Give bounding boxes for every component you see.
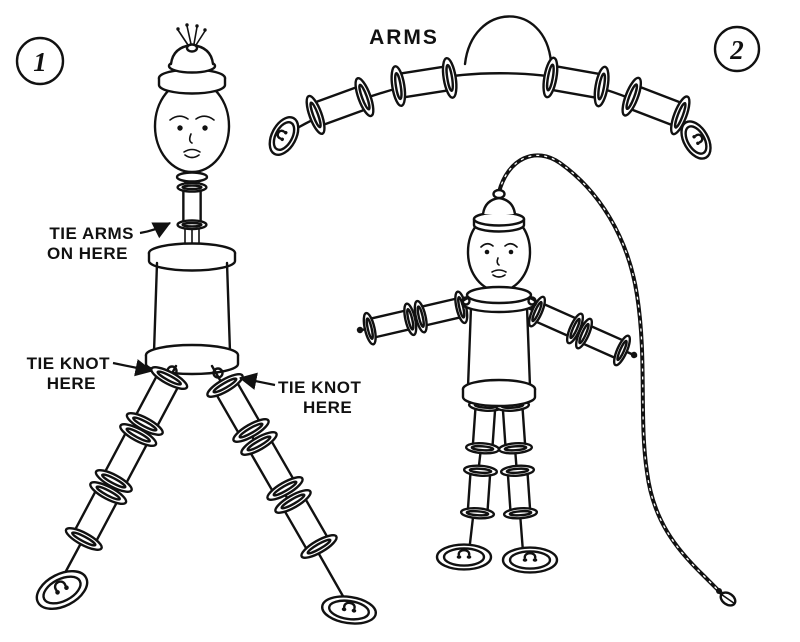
tie-arms-line2: ON HERE bbox=[47, 244, 128, 263]
arm-spool bbox=[360, 301, 420, 347]
tie-arms-arrow-icon bbox=[139, 222, 171, 239]
step-2-number: 2 bbox=[729, 35, 744, 65]
cord-knot bbox=[716, 588, 722, 594]
arms-string-figure bbox=[262, 15, 718, 165]
leg-spool bbox=[499, 463, 539, 521]
collar-disc bbox=[465, 285, 533, 305]
arm-spool bbox=[572, 316, 634, 368]
tie-knot-right-label: TIE KNOT HERE bbox=[238, 372, 361, 417]
button-foot bbox=[435, 543, 493, 571]
doll-hat bbox=[472, 188, 526, 233]
button-foot bbox=[29, 562, 95, 618]
tie-knot-right-arrow-icon bbox=[238, 372, 276, 390]
tie-knot-right-line1: TIE KNOT bbox=[278, 378, 361, 397]
step-1-badge: 1 bbox=[15, 36, 65, 86]
finished-doll-figure bbox=[356, 153, 737, 607]
arms-label: ARMS bbox=[369, 26, 439, 49]
arm-end-knot bbox=[630, 351, 638, 359]
step-2-badge: 2 bbox=[713, 25, 761, 73]
doll-hat bbox=[157, 23, 227, 95]
neck-bead bbox=[175, 171, 209, 183]
hanging-cord bbox=[497, 153, 723, 595]
arm-end-knot bbox=[356, 326, 364, 334]
button-end-graphic bbox=[262, 111, 306, 161]
shoulder-knot bbox=[527, 296, 537, 306]
doll-face bbox=[169, 115, 215, 159]
spool-graphic bbox=[539, 55, 613, 109]
leg-spool bbox=[494, 398, 534, 456]
button-foot bbox=[501, 546, 559, 574]
arms-cord-loop bbox=[463, 15, 553, 66]
tie-knot-left-line1: TIE KNOT bbox=[27, 354, 110, 373]
doll-assembly-figure bbox=[29, 23, 379, 628]
tie-arms-line1: TIE ARMS bbox=[49, 224, 134, 243]
spool-graphic bbox=[301, 75, 379, 137]
tie-knot-left-label: TIE KNOT HERE bbox=[27, 354, 154, 393]
tie-knot-left-arrow-icon bbox=[112, 359, 154, 377]
cord-end-bead bbox=[719, 591, 737, 607]
tie-arms-label: TIE ARMS ON HERE bbox=[47, 222, 171, 263]
step-1-number: 1 bbox=[33, 47, 47, 77]
tassel-icon bbox=[176, 23, 207, 46]
doll-face bbox=[480, 242, 518, 278]
spool-graphic bbox=[388, 56, 460, 108]
button-foot bbox=[319, 592, 379, 628]
tie-knot-right-line2: HERE bbox=[303, 398, 352, 417]
tie-knot-left-line2: HERE bbox=[47, 374, 96, 393]
shoulder-knot bbox=[461, 296, 471, 306]
hanging-cord-twist bbox=[498, 154, 722, 594]
tie-knot-right-knot bbox=[212, 367, 224, 379]
leg-spool bbox=[459, 463, 499, 521]
arm-spool bbox=[411, 289, 471, 335]
body-spool bbox=[461, 305, 537, 408]
body-spool bbox=[144, 242, 240, 376]
neck-spool bbox=[176, 182, 208, 230]
